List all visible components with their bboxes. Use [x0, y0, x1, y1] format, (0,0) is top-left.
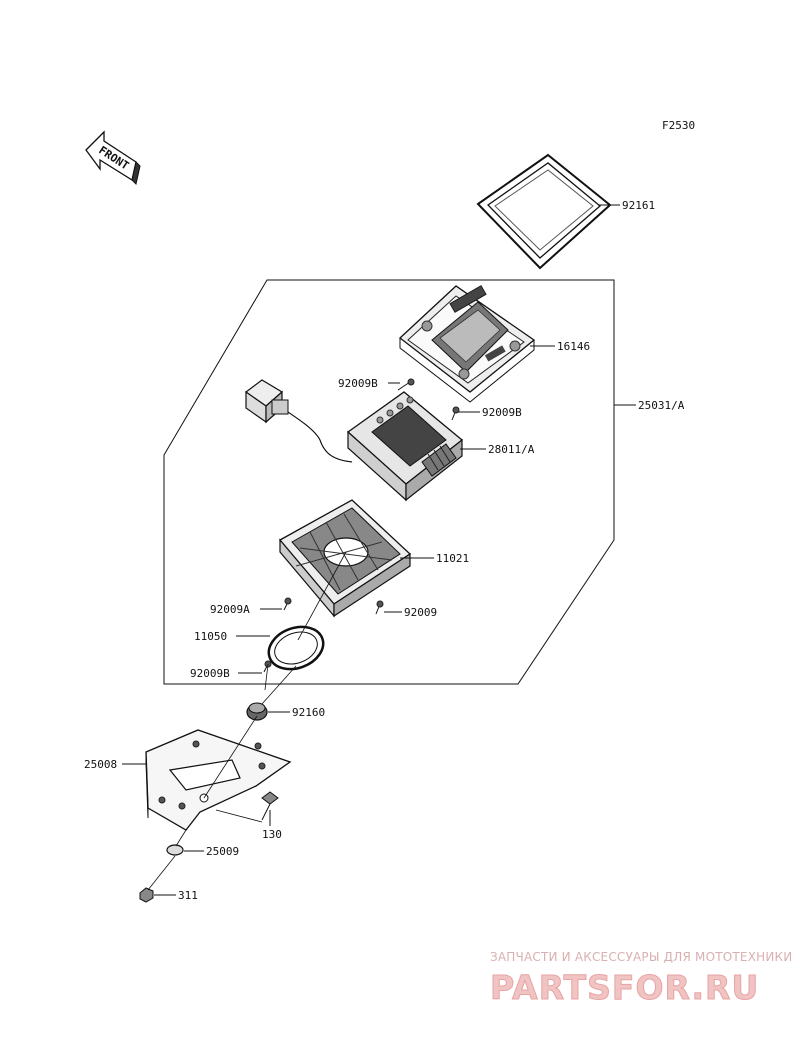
screw-92009B-upper-left-icon	[397, 378, 415, 391]
figure-code: F2530	[662, 119, 695, 132]
watermark-logo[interactable]: PARTSFOR.RU	[490, 968, 760, 1008]
label-11021: 11021	[436, 552, 469, 565]
label-130: 130	[262, 828, 282, 841]
label-25031A: 25031/A	[638, 399, 685, 412]
label-16146: 16146	[557, 340, 590, 353]
label-92009: 92009	[404, 606, 437, 619]
leader-lines	[122, 204, 636, 896]
part-92161-seal	[476, 153, 612, 270]
part-25008-mounting-plate	[145, 729, 292, 831]
label-92009B-left: 92009B	[338, 377, 378, 390]
part-11021-bracket	[278, 499, 412, 618]
label-11050: 11050	[194, 630, 227, 643]
label-92009B-lower: 92009B	[190, 667, 230, 680]
part-11050-gasket	[267, 625, 325, 671]
label-25008: 25008	[84, 758, 117, 771]
label-28011A: 28011/A	[488, 443, 535, 456]
watermark-tagline: ЗАПЧАСТИ И АКСЕССУАРЫ ДЛЯ МОТОТЕХНИКИ	[490, 950, 793, 964]
label-92160: 92160	[292, 706, 325, 719]
alignment-lines	[147, 551, 347, 891]
front-arrow-icon: FRONT	[85, 130, 141, 185]
part-16146-meter-case	[398, 285, 536, 403]
screw-92009-icon	[375, 600, 384, 615]
connector-icon	[244, 379, 289, 424]
part-92160-grommet-icon	[246, 702, 268, 721]
part-28011A-meter-unit	[244, 379, 464, 502]
part-130-bolt-icon	[261, 791, 279, 821]
screw-92009A-icon	[283, 597, 292, 611]
label-311: 311	[178, 889, 198, 902]
part-311-nut-icon	[139, 887, 154, 903]
label-92009B-right: 92009B	[482, 406, 522, 419]
assembly-outline	[163, 279, 615, 685]
label-92009A: 92009A	[210, 603, 250, 616]
label-92161: 92161	[622, 199, 655, 212]
label-25009: 25009	[206, 845, 239, 858]
screw-92009B-upper-right-icon	[451, 406, 460, 421]
part-25009-washer-icon	[166, 844, 184, 856]
